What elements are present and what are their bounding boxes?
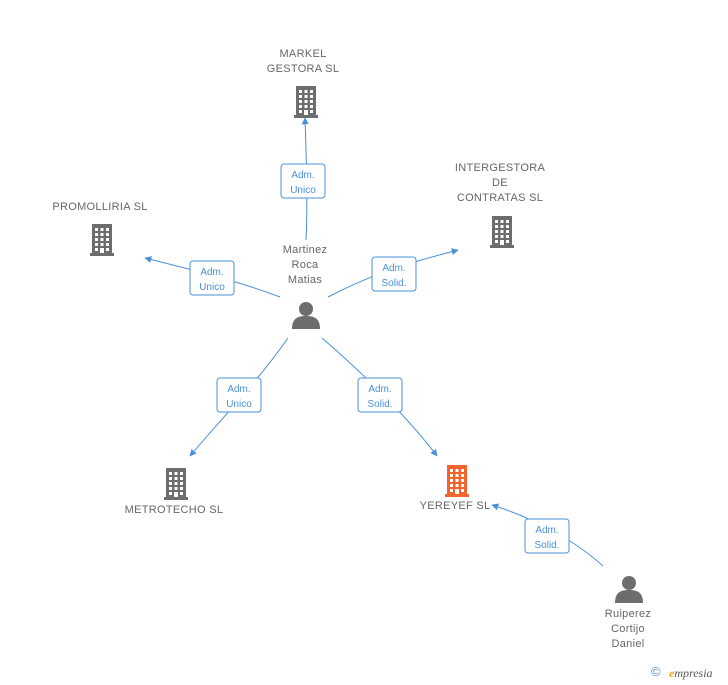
relation-label-box[interactable]: Adm. Unico: [189, 260, 235, 296]
relation-label-line: Solid.: [381, 278, 406, 289]
relation-label-box[interactable]: Adm. Unico: [280, 163, 326, 199]
node-label: METROTECHO SL: [125, 504, 224, 516]
building-icon: [164, 468, 188, 500]
edge-martinez-to-metrotecho: Adm. Unico: [189, 337, 289, 457]
node-label: Daniel: [612, 638, 645, 650]
building-icon: [90, 224, 114, 256]
relation-label-line: Adm.: [200, 267, 223, 278]
node-label: INTERGESTORA: [455, 162, 546, 174]
relation-label-box[interactable]: Adm. Solid.: [371, 256, 417, 292]
node-label: MARKEL: [279, 48, 326, 60]
node-label: Cortijo: [611, 623, 645, 635]
node-label: GESTORA SL: [267, 63, 340, 75]
relation-label-box[interactable]: Adm. Unico: [216, 377, 262, 413]
edge-ruiperez-to-yereyef: Adm. Solid.: [491, 503, 604, 567]
edge-martinez-to-markel: Adm. Unico: [280, 117, 326, 241]
copyright-icon: ©: [651, 664, 661, 679]
edge-martinez-to-intergestora: Adm. Solid.: [327, 248, 459, 298]
building-icon: [490, 216, 514, 248]
relation-label-line: Adm.: [368, 384, 391, 395]
relation-label-line: Unico: [226, 399, 252, 410]
building-icon: [294, 86, 318, 118]
node-markel[interactable]: MARKEL GESTORA SL: [267, 48, 340, 118]
relation-label-line: Adm.: [382, 263, 405, 274]
edge-martinez-to-yereyef: Adm. Solid.: [321, 337, 438, 457]
node-label: YEREYEF SL: [420, 500, 491, 512]
node-label: PROMOLLIRIA SL: [52, 201, 147, 213]
relation-label-line: Unico: [290, 185, 316, 196]
person-icon: [292, 302, 320, 329]
node-label: Roca: [292, 259, 319, 271]
relation-label-line: Adm.: [291, 170, 314, 181]
brand-name: mpresia: [674, 666, 713, 680]
relation-label-line: Adm.: [535, 525, 558, 536]
relation-label-line: Solid.: [367, 399, 392, 410]
brand-initial: e: [669, 666, 675, 680]
node-label: Martinez: [283, 244, 328, 256]
node-promolliria[interactable]: PROMOLLIRIA SL: [52, 201, 147, 256]
relation-label-line: Adm.: [227, 384, 250, 395]
relation-label-line: Solid.: [534, 540, 559, 551]
person-icon: [615, 576, 643, 603]
node-label: CONTRATAS SL: [457, 192, 543, 204]
empresia-logo[interactable]: empresia: [669, 666, 713, 681]
relation-label-line: Unico: [199, 282, 225, 293]
node-label: Matias: [288, 274, 322, 286]
node-label: Ruiperez: [605, 608, 651, 620]
node-yereyef[interactable]: YEREYEF SL: [420, 465, 491, 512]
building-icon: [445, 465, 469, 497]
relation-label-box[interactable]: Adm. Solid.: [357, 377, 403, 413]
relation-label-box[interactable]: Adm. Solid.: [524, 518, 570, 554]
node-label: DE: [492, 177, 508, 189]
node-metrotecho[interactable]: METROTECHO SL: [125, 468, 224, 516]
node-intergestora[interactable]: INTERGESTORA DE CONTRATAS SL: [455, 162, 546, 248]
edge-martinez-to-promolliria: Adm. Unico: [144, 256, 281, 298]
